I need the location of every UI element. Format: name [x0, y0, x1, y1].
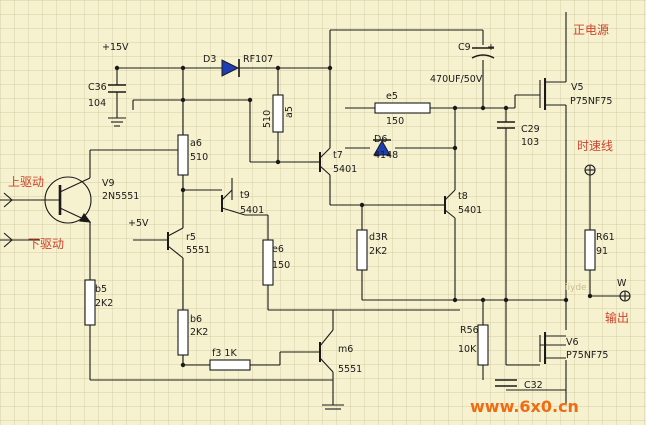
label-r56: R56 [460, 325, 479, 336]
resistor-r56 [477, 324, 489, 366]
label-v6: V6 [566, 337, 579, 348]
resistor-b6 [177, 309, 189, 356]
label-t7-part: 5401 [333, 164, 357, 175]
label-c9-value: 470UF/50V [430, 74, 483, 85]
diode-d3 [221, 59, 240, 77]
label-supply-15v: +15V [102, 42, 129, 53]
diodes [221, 59, 391, 156]
label-upper-drive: 上驱动 [8, 175, 44, 189]
label-v9: V9 [102, 178, 115, 189]
label-e6: e6 [272, 244, 284, 255]
label-b6-value: 2K2 [190, 327, 208, 338]
label-d3r-value: 2K2 [369, 246, 387, 257]
resistor-f3 [209, 359, 251, 371]
label-t7: t7 [333, 150, 343, 161]
chinese-labels: 正电源 时速线 输出 上驱动 下驱动 [8, 23, 629, 325]
label-r5-part: 5551 [186, 245, 210, 256]
label-positive-supply: 正电源 [573, 23, 609, 37]
resistor-e6 [262, 239, 274, 286]
resistor-d3r [356, 229, 368, 271]
label-r5: r5 [186, 232, 196, 243]
label-f3: f3 1K [212, 348, 237, 359]
label-d3: D3 [203, 54, 216, 65]
label-c29: C29 [521, 124, 540, 135]
label-r61: R61 [596, 232, 615, 243]
resistor-b5 [84, 279, 96, 326]
wires [0, 12, 625, 410]
resistor-a6 [177, 134, 189, 176]
label-d3-part: RF107 [243, 54, 273, 65]
label-b5: b5 [95, 284, 107, 295]
label-b6: b6 [190, 314, 202, 325]
label-e5-value: 150 [386, 116, 404, 127]
label-v9-part: 2N5551 [102, 191, 139, 202]
label-r56-value: 10K [458, 344, 477, 355]
label-c36: C36 [88, 82, 107, 93]
resistor-e5 [374, 102, 431, 114]
junction-dots [114, 65, 593, 368]
label-speed-line: 时速线 [577, 139, 613, 153]
label-b5-value: 2K2 [95, 298, 113, 309]
label-t9: t9 [240, 190, 250, 201]
label-a6: a6 [190, 138, 202, 149]
label-r61-value: 91 [596, 246, 608, 257]
label-e6-value: 150 [272, 260, 290, 271]
label-supply-5v: +5V [128, 218, 149, 229]
label-m6-part: 5551 [338, 364, 362, 375]
label-e5: e5 [386, 91, 398, 102]
label-d3r: d3R [369, 232, 388, 243]
label-output: 输出 [605, 310, 629, 325]
watermark-text: www.6x0.cn [470, 397, 579, 416]
label-c36-value: 104 [88, 98, 106, 109]
label-t8: t8 [458, 191, 468, 202]
component-labels: +15V +5V D3 RF107 C9 + 470UF/50V C36 104… [88, 42, 627, 391]
label-c29-value: 103 [521, 137, 539, 148]
resistors [84, 94, 596, 371]
label-jiyd: iiyde [565, 283, 587, 293]
label-t8-part: 5401 [458, 205, 482, 216]
label-a5: a5 [284, 106, 295, 118]
label-lower-drive: 下驱动 [28, 237, 64, 251]
label-v5: V5 [571, 82, 584, 93]
label-v5-part: P75NF75 [570, 96, 612, 107]
upper-drive-arrow [3, 192, 13, 208]
transistors [40, 72, 567, 373]
capacitors [108, 47, 517, 387]
label-a6-value: 510 [190, 152, 208, 163]
lower-drive-arrow [3, 232, 13, 248]
diode-d6 [373, 139, 391, 156]
label-c9-plus: + [487, 42, 495, 53]
label-c9: C9 [458, 42, 471, 53]
label-m6: m6 [338, 344, 353, 355]
resistor-r61 [584, 229, 596, 271]
label-d6-part: 4148 [374, 150, 398, 161]
label-t9-part: 5401 [240, 205, 264, 216]
label-c32: C32 [524, 380, 543, 391]
label-d6: D6 [374, 134, 387, 145]
label-w: W [617, 278, 627, 289]
resistor-a5 [272, 94, 284, 133]
terminals [3, 164, 631, 302]
label-v6-part: P75NF75 [566, 350, 608, 361]
label-a5-value: 510 [262, 110, 273, 128]
